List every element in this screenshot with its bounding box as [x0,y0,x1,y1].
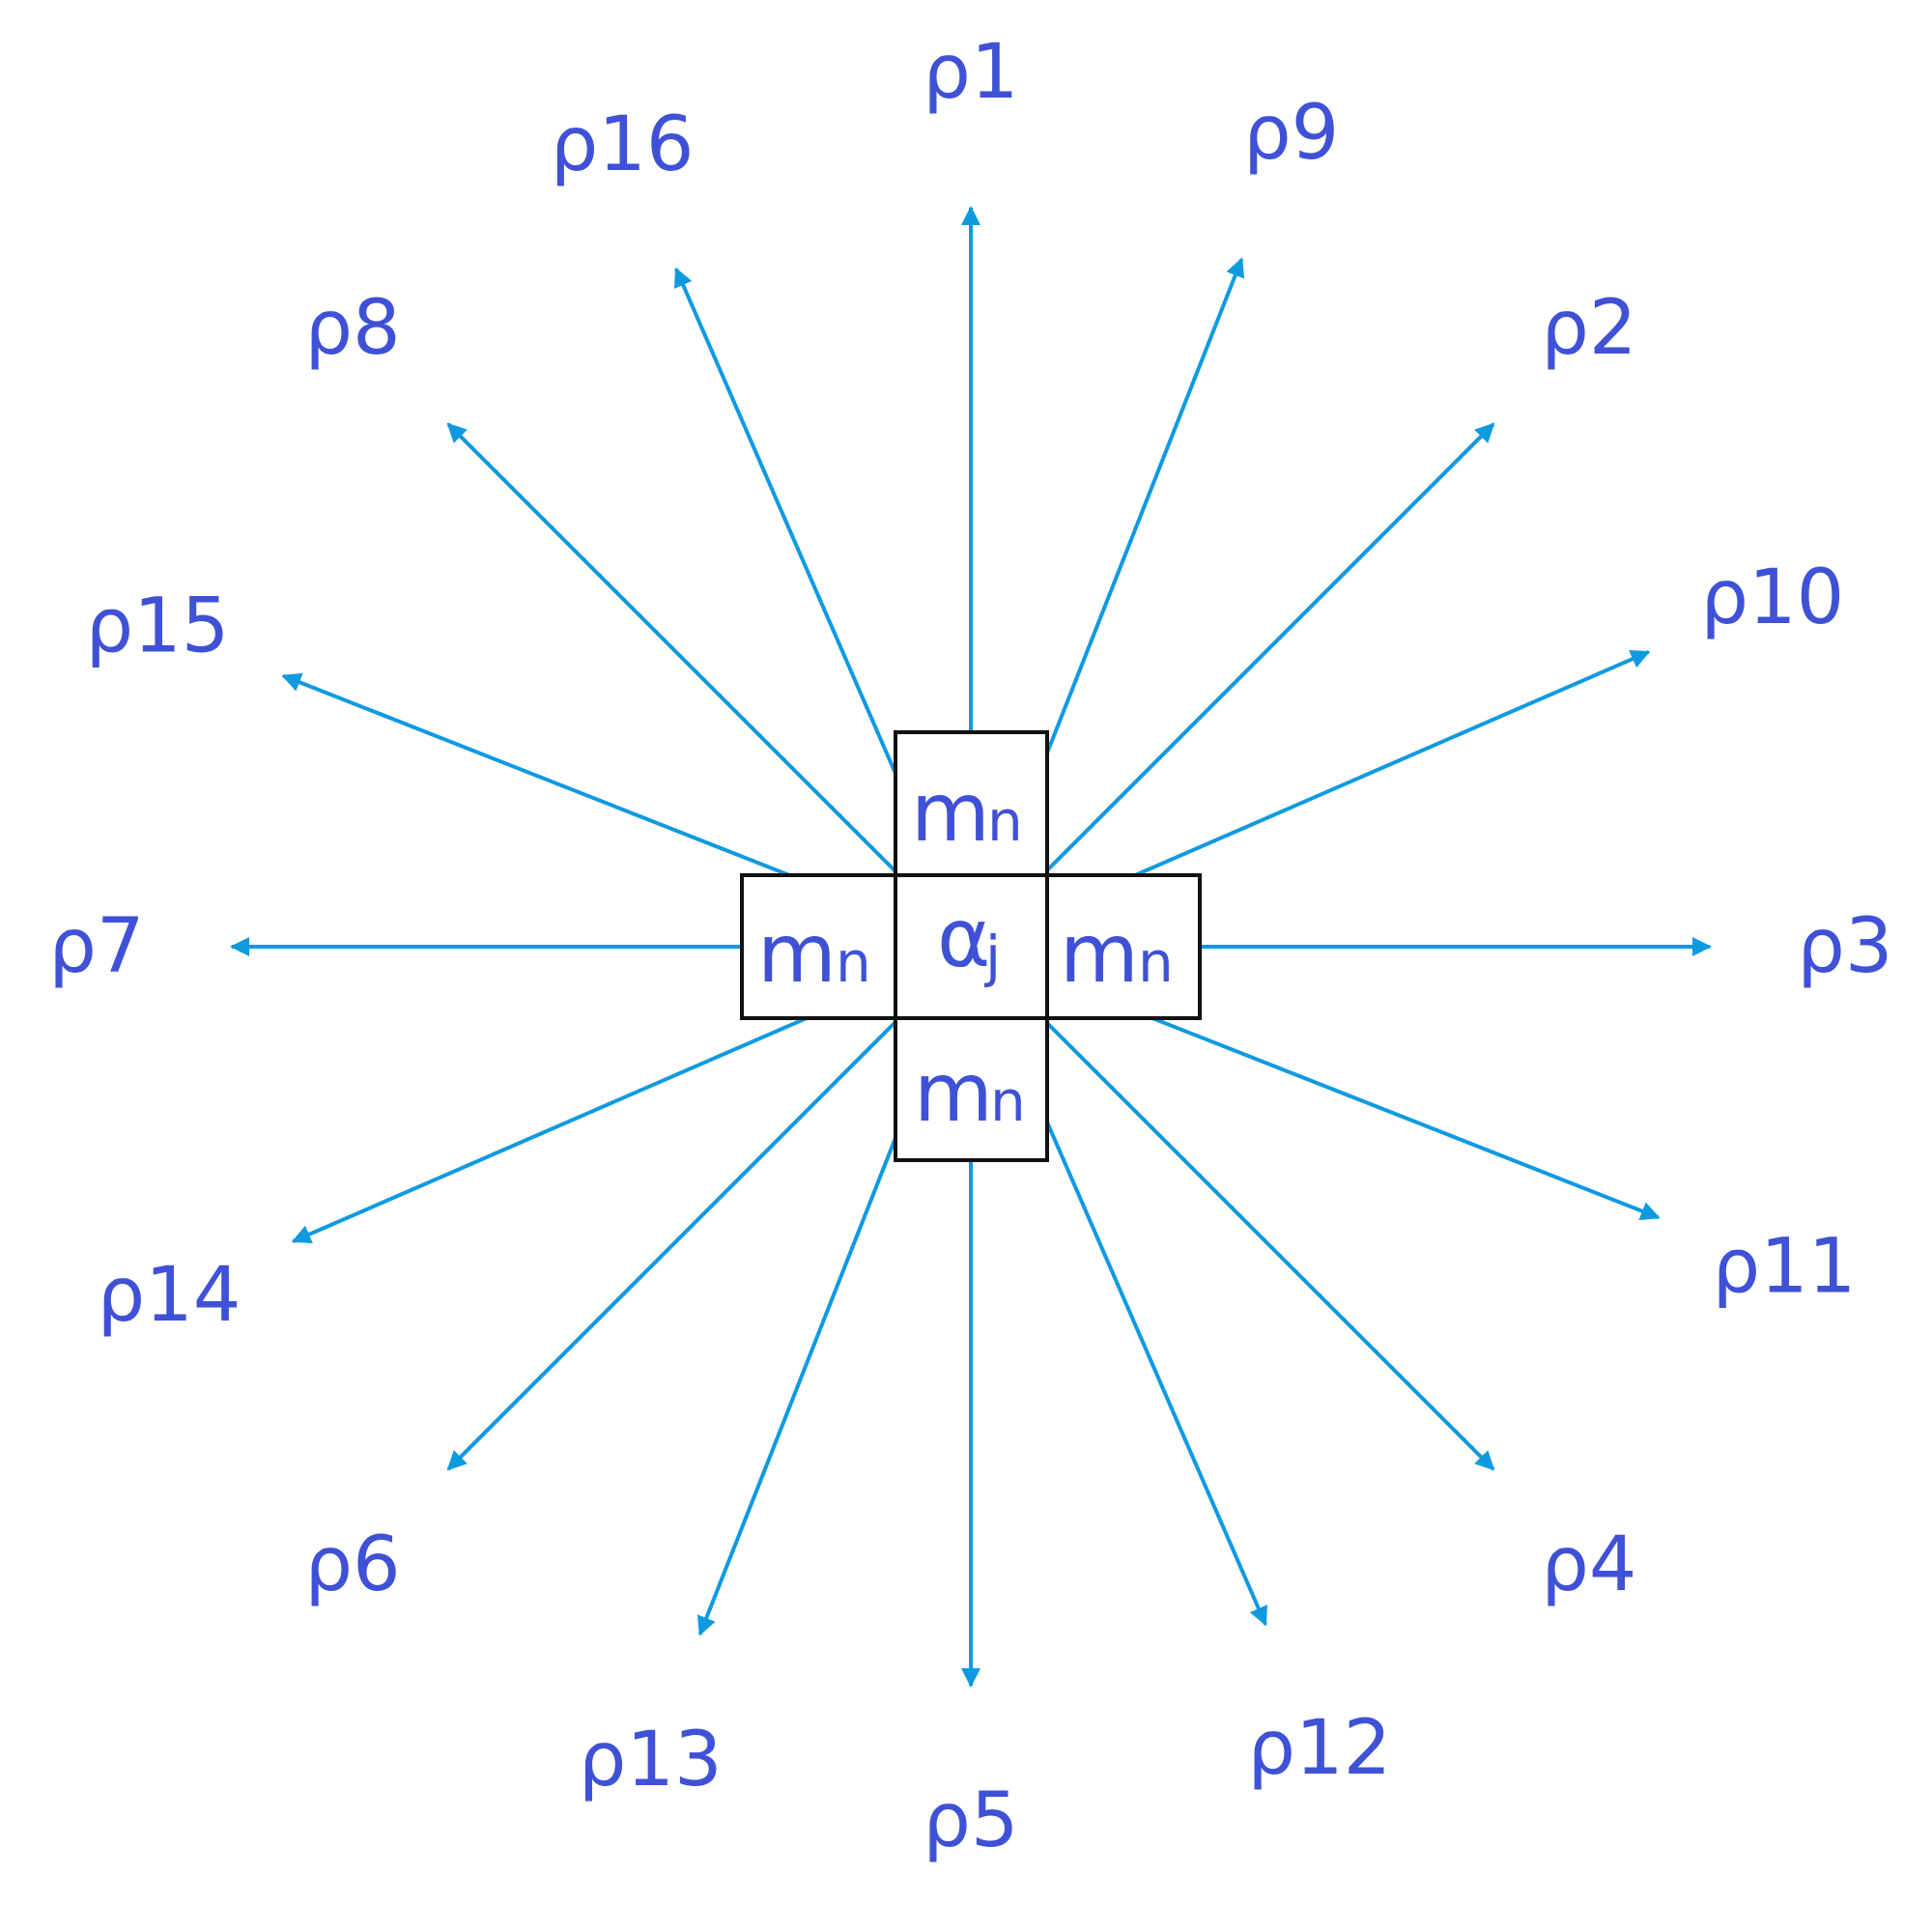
cell-main-symbol: m [757,906,837,1001]
ray-label: ρ11 [1713,1224,1857,1311]
ray-arrow-11 [1122,1005,1661,1221]
center-cell: α j [894,873,1049,1020]
ray-arrow-9 [1029,257,1245,795]
ray-label: ρ5 [923,1777,1018,1864]
cell-box [1045,873,1202,1020]
cell-main-symbol: m [911,765,990,860]
cell-subscript: n [1138,929,1174,995]
ray-label: ρ7 [48,903,144,990]
ray-arrow-8 [446,422,897,873]
ray-arrow-4 [1044,1020,1495,1471]
ray-label: ρ16 [551,101,695,188]
cell-subscript: n [836,929,871,995]
cell-main-symbol: α [937,891,990,985]
ray-label: ρ1 [923,29,1018,116]
ray-labels-group: ρ1 ρ2 ρ3 ρ4 ρ5 ρ6 ρ7 ρ8 ρ9 ρ10 ρ11 ρ12 ρ13 ρ14 ρ15 ρ16 [48,29,1892,1864]
ray-arrow-6 [446,1020,897,1471]
ray-arrow-15 [281,672,819,889]
neighbor-cell-right: m n [1045,873,1202,1020]
neighbor-cell-bottom: m n [894,1016,1049,1162]
neighbor-cell-left: m n [740,873,897,1020]
ray-label: ρ3 [1797,903,1892,990]
rays-group [230,206,1712,1688]
ray-arrow-14 [291,1009,821,1244]
ray-arrow-2 [1044,422,1495,873]
ray-label: ρ2 [1541,285,1636,372]
cell-subscript: j [983,923,1001,989]
ray-label: ρ4 [1541,1521,1636,1608]
cell-main-symbol: m [1060,906,1139,1001]
ray-arrow-12 [1034,1096,1268,1627]
ray-arrow-16 [673,267,908,797]
ray-label: ρ15 [86,582,230,669]
neighbor-cell-top: m n [894,730,1049,877]
ray-label: ρ10 [1701,554,1845,641]
cell-subscript: n [990,1068,1026,1134]
ray-label: ρ13 [579,1717,723,1804]
cell-box [740,873,897,1020]
ray-label: ρ12 [1247,1705,1391,1792]
cross-stencil: m n m n α j m n m n [740,730,1202,1162]
ray-arrow-13 [696,1098,913,1636]
ray-label: ρ8 [304,285,400,372]
cell-main-symbol: m [914,1045,993,1140]
ray-label: ρ6 [304,1521,400,1608]
ray-label: ρ9 [1243,90,1339,177]
ray-label: ρ14 [98,1252,242,1339]
cell-box [894,1016,1049,1162]
cell-subscript: n [987,788,1023,854]
ray-arrow-10 [1121,649,1651,884]
